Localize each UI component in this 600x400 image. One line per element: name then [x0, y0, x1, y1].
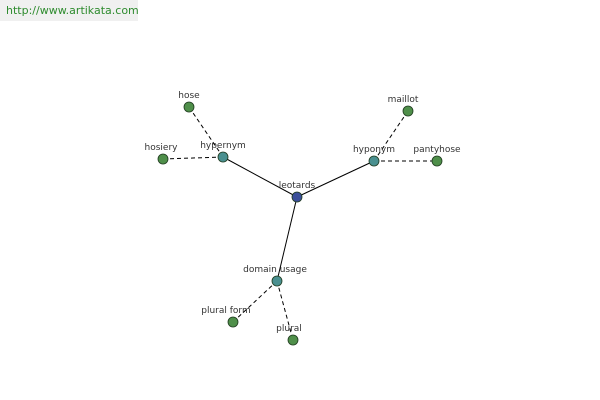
node-leotards[interactable]: [291, 191, 303, 203]
edge-leotards-domain-usage: [276, 196, 298, 282]
node-hypernym[interactable]: [217, 151, 229, 163]
node-hose[interactable]: [183, 101, 195, 113]
node-label-hypernym: hypernym: [200, 141, 246, 151]
node-plural-form[interactable]: [227, 316, 239, 328]
edge-domain-usage-plural-form: [232, 280, 278, 323]
node-label-hosiery: hosiery: [145, 143, 179, 153]
node-plural[interactable]: [287, 334, 299, 346]
node-hyponym[interactable]: [368, 155, 380, 167]
site-url-label[interactable]: http://www.artikata.com: [0, 0, 139, 21]
edge-leotards-hypernym: [222, 156, 298, 198]
node-label-plural: plural: [276, 324, 302, 334]
edge-hypernym-hose: [188, 106, 224, 158]
edge-leotards-hyponym: [296, 160, 375, 198]
node-label-maillot: maillot: [388, 95, 419, 105]
edges-layer: [162, 106, 437, 341]
node-label-domain-usage: domain usage: [243, 265, 307, 275]
node-label-hyponym: hyponym: [353, 145, 395, 155]
node-label-leotards: leotards: [279, 181, 316, 191]
edge-domain-usage-plural: [276, 280, 294, 341]
edge-hypernym-hosiery: [162, 156, 224, 160]
node-maillot[interactable]: [402, 105, 414, 117]
node-pantyhose[interactable]: [431, 155, 443, 167]
node-domain-usage[interactable]: [271, 275, 283, 287]
node-label-hose: hose: [178, 91, 200, 101]
node-label-plural-form: plural form: [201, 306, 250, 316]
node-hosiery[interactable]: [157, 153, 169, 165]
node-label-pantyhose: pantyhose: [413, 145, 461, 155]
labels-layer: leotards hypernym hyponym domain usage hose h…: [145, 91, 462, 334]
nodes-layer: [157, 101, 443, 346]
edge-hyponym-maillot: [373, 110, 409, 162]
